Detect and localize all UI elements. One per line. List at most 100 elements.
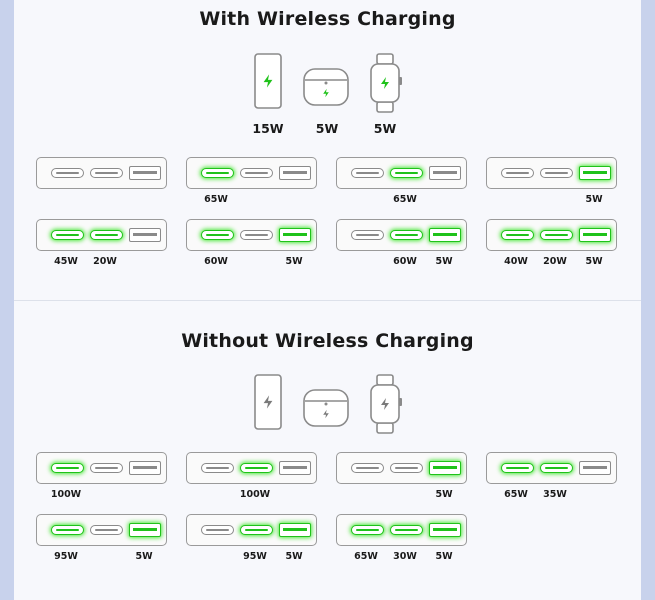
port-wattage-label: 60W (393, 256, 417, 267)
port-wattage-label: 95W (243, 551, 267, 562)
port-wattage-label: 65W (354, 551, 378, 562)
power-strip (186, 452, 317, 484)
port-wattage-label: 20W (93, 256, 117, 267)
usb-c-port-active (240, 525, 273, 535)
usb-c-port-active (51, 525, 84, 535)
power-strip (336, 157, 467, 189)
section-title: With Wireless Charging (199, 8, 456, 30)
phone-icon (253, 52, 293, 118)
power-strip (336, 514, 467, 546)
port-wattage-label: 60W (204, 256, 228, 267)
port-wattage-label: 95W (54, 551, 78, 562)
usb-c-port-idle (90, 168, 123, 178)
usb-a-port-idle (279, 461, 311, 475)
usb-c-port-idle (90, 463, 123, 473)
usb-c-port-idle (201, 463, 234, 473)
section-title: Without Wireless Charging (181, 330, 474, 352)
usb-a-port-active (279, 228, 311, 242)
usb-a-port-active (429, 461, 461, 475)
usb-c-port-idle (351, 230, 384, 240)
usb-c-port-active (501, 230, 534, 240)
usb-c-port-active (390, 168, 423, 178)
usb-c-port-active (201, 230, 234, 240)
port-wattage-label: 65W (393, 194, 417, 205)
port-wattage-label: 5W (435, 489, 453, 500)
usb-c-port-active (540, 230, 573, 240)
port-wattage-label: 65W (204, 194, 228, 205)
bolt-icon (263, 74, 273, 88)
usb-a-port-idle (279, 166, 311, 180)
power-strip (486, 452, 617, 484)
earbuds-case-icon (302, 52, 352, 118)
port-wattage-label: 5W (135, 551, 153, 562)
device-wattage-label: 15W (252, 121, 284, 136)
usb-a-port-active (129, 523, 161, 537)
usb-c-port-idle (390, 463, 423, 473)
usb-c-port-active (90, 230, 123, 240)
usb-c-port-active (390, 230, 423, 240)
port-wattage-label: 20W (543, 256, 567, 267)
usb-c-port-active (201, 168, 234, 178)
usb-c-port-idle (51, 168, 84, 178)
bolt-icon (263, 395, 273, 409)
power-strip (186, 219, 317, 251)
port-wattage-label: 30W (393, 551, 417, 562)
device-wattage-label: 5W (373, 121, 397, 136)
power-strip (186, 514, 317, 546)
port-wattage-label: 100W (239, 489, 271, 500)
port-wattage-label: 40W (504, 256, 528, 267)
usb-c-port-idle (540, 168, 573, 178)
usb-c-port-idle (90, 525, 123, 535)
port-wattage-label: 35W (543, 489, 567, 500)
port-wattage-label: 5W (435, 256, 453, 267)
port-wattage-label: 45W (54, 256, 78, 267)
power-strip (336, 452, 467, 484)
bolt-icon (381, 398, 389, 410)
power-strip (36, 157, 167, 189)
usb-c-port-idle (501, 168, 534, 178)
power-strip (36, 219, 167, 251)
port-wattage-label: 5W (285, 256, 303, 267)
phone-icon (253, 373, 293, 439)
power-strip (336, 219, 467, 251)
usb-c-port-idle (351, 168, 384, 178)
usb-c-port-idle (240, 168, 273, 178)
usb-c-port-active (51, 463, 84, 473)
usb-a-port-idle (579, 461, 611, 475)
usb-a-port-idle (129, 461, 161, 475)
usb-a-port-active (279, 523, 311, 537)
power-strip (186, 157, 317, 189)
usb-c-port-active (501, 463, 534, 473)
port-wattage-label: 5W (435, 551, 453, 562)
usb-a-port-active (429, 523, 461, 537)
usb-c-port-active (540, 463, 573, 473)
watch-icon (368, 52, 408, 118)
watch-icon (368, 373, 408, 439)
usb-c-port-idle (240, 230, 273, 240)
power-strip (486, 219, 617, 251)
usb-c-port-active (240, 463, 273, 473)
usb-c-port-active (351, 525, 384, 535)
port-wattage-label: 100W (50, 489, 82, 500)
usb-c-port-active (390, 525, 423, 535)
section-divider (14, 300, 641, 301)
bolt-icon (381, 77, 389, 89)
bolt-icon (323, 409, 329, 419)
usb-a-port-idle (129, 228, 161, 242)
usb-c-port-active (51, 230, 84, 240)
usb-a-port-active (579, 166, 611, 180)
usb-a-port-active (579, 228, 611, 242)
usb-a-port-active (429, 228, 461, 242)
usb-c-port-idle (351, 463, 384, 473)
power-strip (36, 514, 167, 546)
power-strip (36, 452, 167, 484)
port-wattage-label: 5W (585, 256, 603, 267)
usb-a-port-idle (429, 166, 461, 180)
port-wattage-label: 5W (285, 551, 303, 562)
earbuds-case-icon (302, 373, 352, 439)
device-wattage-label: 5W (315, 121, 339, 136)
port-wattage-label: 65W (504, 489, 528, 500)
usb-a-port-idle (129, 166, 161, 180)
port-wattage-label: 5W (585, 194, 603, 205)
usb-c-port-idle (201, 525, 234, 535)
